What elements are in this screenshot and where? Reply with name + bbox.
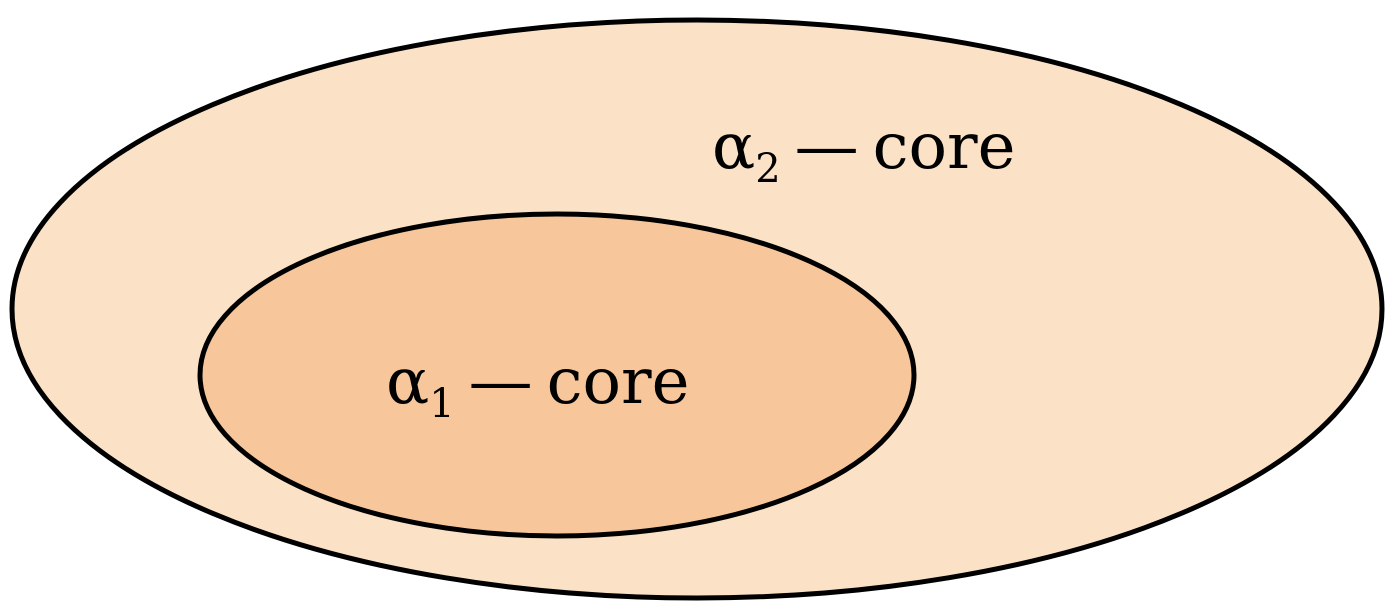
inner-set-subscript: 1 (429, 381, 454, 427)
inner-set-ellipse (197, 211, 917, 539)
outer-set-separator: — (795, 110, 859, 184)
inner-set-word: core (547, 345, 690, 419)
inner-set-label: α1 —core (386, 345, 690, 427)
outer-set-subscript: 2 (755, 146, 780, 192)
outer-set-label: α2 —core (712, 110, 1016, 192)
inner-set-symbol: α (386, 345, 429, 419)
outer-set-word: core (873, 110, 1016, 184)
inner-set-separator: — (469, 345, 533, 419)
outer-set-symbol: α (712, 110, 755, 184)
